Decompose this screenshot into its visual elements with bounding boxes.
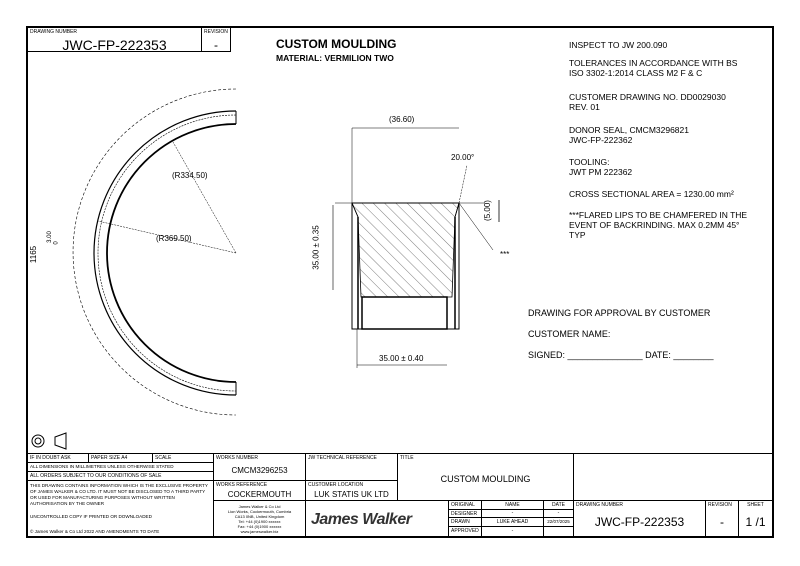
confidential-notice: THIS DRAWING CONTAINS INFORMATION WHICH … <box>30 483 208 506</box>
works-number-cell: WORKS NUMBER CMCM3296253 <box>213 453 306 481</box>
label: NAME <box>505 502 520 508</box>
label: DRAWING NUMBER <box>576 502 624 508</box>
outer-arc <box>93 110 237 396</box>
sheet-border <box>26 26 774 538</box>
designer-name: - <box>511 510 514 516</box>
note: INSPECT TO JW 200.090 <box>569 40 668 50</box>
signed-date-field: SIGNED: _______________ DATE: ________ <box>528 350 714 360</box>
all-orders: ALL ORDERS SUBJECT TO OUR CONDITIONS OF … <box>30 473 162 479</box>
note: ***FLARED LIPS TO BE CHAMFERED IN THE EV… <box>569 210 748 240</box>
label: ORIGINAL <box>451 502 475 508</box>
label: WORKS REFERENCE <box>216 482 268 488</box>
dim-height: 35.00 ± 0.35 <box>311 225 321 270</box>
address-cell: James Walker & Co Ltd Lion Works, Cocker… <box>213 500 306 537</box>
material: MATERIAL: VERMILION TWO <box>276 53 394 63</box>
diameter-dim-arc <box>72 88 237 416</box>
inner-arc <box>106 123 237 383</box>
dim-diameter-tol-lower: 0 <box>53 241 60 245</box>
dim-lip-height: (5.00) <box>482 200 492 221</box>
blank-cell <box>573 453 773 501</box>
jw-tech-ref-cell: JW TECHNICAL REFERENCE <box>305 453 398 481</box>
r-outer-leader <box>97 220 237 254</box>
sheet-cell: SHEET 1 /1 <box>738 500 773 537</box>
note: TOLERANCES IN ACCORDANCE WITH BS ISO 330… <box>569 58 738 78</box>
cell <box>543 526 574 537</box>
customer-location-cell: CUSTOMER LOCATION LUK STATIS UK LTD <box>305 480 398 501</box>
r-inner-leader <box>172 141 237 254</box>
title: CUSTOM MOULDING <box>440 474 531 484</box>
dim-diameter: 1165 <box>29 245 39 264</box>
uncontrolled-notice: UNCONTROLLED COPY IF PRINTED OR DOWNLOAD… <box>30 514 152 519</box>
customer-location: LUK STATIS UK LTD <box>314 490 389 499</box>
label: DATE <box>552 502 565 508</box>
approval-heading: DRAWING FOR APPROVAL BY CUSTOMER <box>528 308 711 318</box>
address-line: Tel: +44 (0)1900 xxxxxx <box>238 519 281 524</box>
label: REVISION <box>708 502 732 508</box>
drawn-name: LUKE AHEAD <box>496 519 529 525</box>
sheet-number: 1 /1 <box>745 515 766 529</box>
ring-view <box>72 88 237 416</box>
all-dimensions: ALL DIMENSIONS IN MILLIMETRES UNLESS OTH… <box>30 464 174 469</box>
dim-r-outer: (R369.50) <box>156 234 192 243</box>
address-line: CA13 0NB, United Kingdom <box>234 514 285 519</box>
works-number: CMCM3296253 <box>231 466 288 475</box>
revision-cell: REVISION - <box>705 500 739 537</box>
designer-date: - <box>557 510 560 516</box>
dim-width-top: (36.60) <box>389 115 415 124</box>
dim-width-bottom: 35.00 ± 0.40 <box>379 354 424 363</box>
label: APPROVED <box>451 528 479 534</box>
header-revision: - <box>214 38 218 52</box>
label: CUSTOMER LOCATION <box>308 482 364 488</box>
label: DRAWN <box>451 519 470 525</box>
header-drawing-number: JWC-FP-222353 <box>62 37 167 53</box>
works-reference: COCKERMOUTH <box>227 490 292 499</box>
flare-arc <box>97 114 237 392</box>
title-cell: TITLE CUSTOM MOULDING <box>397 453 574 501</box>
address-line: Fax: +44 (0)1900 xxxxxx <box>237 524 282 529</box>
header-revision-box: REVISION - <box>201 27 231 52</box>
address-line: Lion Works, Cockermouth, Cumbria <box>227 509 292 514</box>
drawing-number-cell: DRAWING NUMBER JWC-FP-222353 <box>573 500 706 537</box>
drawn-date: 22/07/2025 <box>547 519 570 524</box>
dim-diameter-tol-upper: 3.00 <box>46 231 53 243</box>
label: DESIGNER <box>451 511 478 517</box>
cell: APPROVED <box>448 526 482 537</box>
revision: - <box>720 515 724 529</box>
projection-symbol-icon <box>31 432 67 450</box>
scale: SCALE <box>155 455 172 461</box>
label: REVISION <box>204 29 228 35</box>
address-line: www.jameswalker.biz <box>240 529 279 534</box>
address-line: James Walker & Co Ltd <box>238 504 281 509</box>
address: James Walker & Co Ltd Lion Works, Cocker… <box>214 504 305 534</box>
label: DRAWING NUMBER <box>30 29 78 35</box>
drawing-title: CUSTOM MOULDING <box>276 37 397 51</box>
dim-angle: 20.00° <box>451 153 475 162</box>
label: SHEET <box>747 502 764 508</box>
approved-name: - <box>511 528 514 534</box>
legal-cell: THIS DRAWING CONTAINS INFORMATION WHICH … <box>27 480 214 537</box>
note: CUSTOMER DRAWING NO. DD0029030 REV. 01 <box>569 92 726 112</box>
drawing-number: JWC-FP-222353 <box>594 515 685 529</box>
james-walker-logo: James Walker <box>311 511 412 528</box>
works-reference-cell: WORKS REFERENCE COCKERMOUTH <box>213 480 306 501</box>
if-in-doubt: IF IN DOUBT ASK <box>30 455 71 461</box>
cross-section <box>332 127 500 368</box>
header-drawing-number-box: DRAWING NUMBER JWC-FP-222353 <box>27 27 202 53</box>
logo-cell: James Walker <box>305 500 449 537</box>
cell: - <box>481 526 544 537</box>
note: DONOR SEAL, CMCM3296821 JWC-FP-222362 <box>569 125 689 145</box>
paper-size: PAPER SIZE A4 <box>91 455 128 461</box>
label: WORKS NUMBER <box>216 455 258 461</box>
note: TOOLING: JWT PM 222362 <box>569 157 633 177</box>
copyright: © James Walker & Co Ltd 2022 AND AMENDME… <box>30 529 160 534</box>
label: TITLE <box>400 455 414 461</box>
customer-name-field: CUSTOMER NAME: <box>528 329 611 339</box>
dim-r-inner: (R334.50) <box>172 171 208 180</box>
lip-marker: *** <box>500 250 510 259</box>
label: JW TECHNICAL REFERENCE <box>308 455 377 461</box>
note: CROSS SECTIONAL AREA = 1230.00 mm² <box>569 189 734 199</box>
